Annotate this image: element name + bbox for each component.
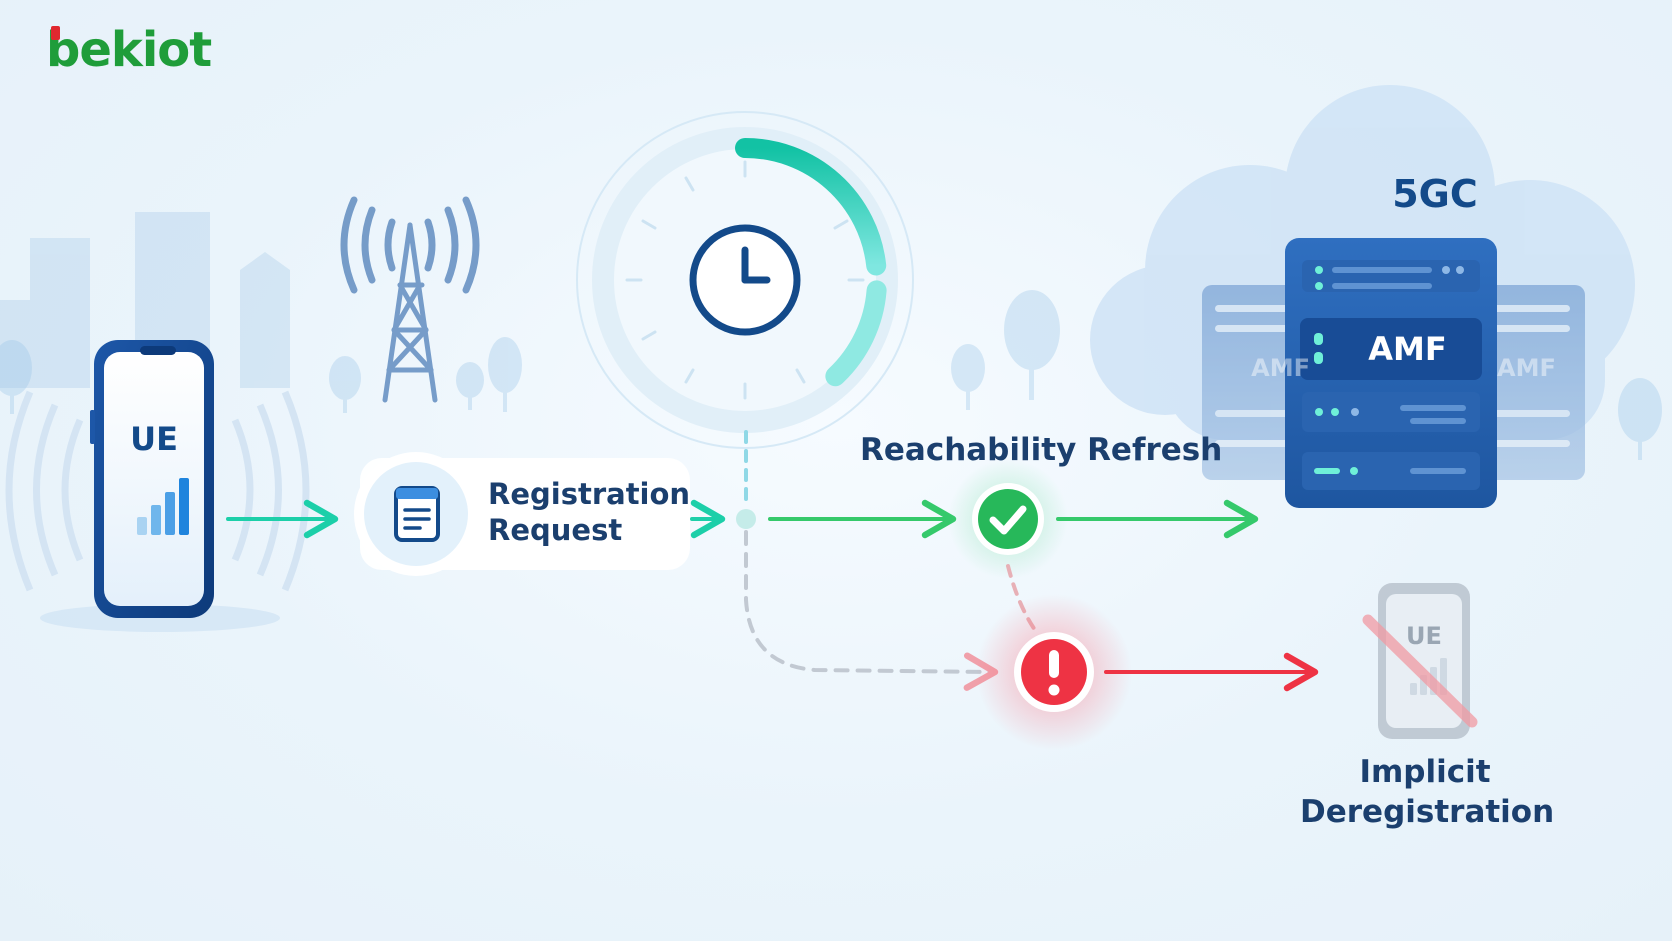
- logo-accent-mark: [51, 26, 60, 40]
- signal-bars-icon: [137, 478, 189, 535]
- deregistered-strike: [1362, 614, 1478, 728]
- timeout-dashed-path: [744, 530, 999, 691]
- flow-junction-dot: [736, 509, 756, 529]
- deregistration-label-line1: Implicit: [1359, 754, 1491, 790]
- background-trees: [0, 290, 1662, 460]
- brand-logo: bekiot: [46, 22, 212, 78]
- check-icon: [972, 483, 1044, 555]
- registration-label-line1: Registration: [488, 477, 691, 511]
- background-skyline: [0, 212, 290, 388]
- timer-progress-arc: [735, 138, 887, 276]
- clock-icon: [689, 224, 801, 336]
- ue-phone: [90, 340, 214, 618]
- ue-label: UE: [130, 420, 178, 458]
- amf-side-label-right: AMF: [1497, 354, 1556, 382]
- alert-icon: [1014, 632, 1094, 712]
- amf-label: AMF: [1368, 330, 1447, 368]
- brand-logo-text: bekiot: [46, 22, 212, 78]
- timer-progress-arc-tail: [825, 280, 887, 387]
- implicit-deregistration-label: Implicit Deregistration: [1300, 752, 1555, 832]
- tower-icon: [340, 196, 480, 403]
- registration-request-label: Registration Request: [488, 476, 690, 548]
- ue-radio-waves: [5, 390, 310, 592]
- deregistered-ue-phone: [1378, 583, 1470, 739]
- amf-side-label-left: AMF: [1251, 354, 1310, 382]
- deregistration-label-line2: Deregistration: [1300, 794, 1555, 830]
- amf-server-main: [1285, 238, 1497, 508]
- core-network-label: 5GC: [1392, 172, 1478, 216]
- document-icon: [394, 486, 440, 542]
- reachability-refresh-label: Reachability Refresh: [860, 432, 1223, 468]
- registration-label-line2: Request: [488, 513, 623, 547]
- deregistered-ue-label: UE: [1406, 622, 1442, 650]
